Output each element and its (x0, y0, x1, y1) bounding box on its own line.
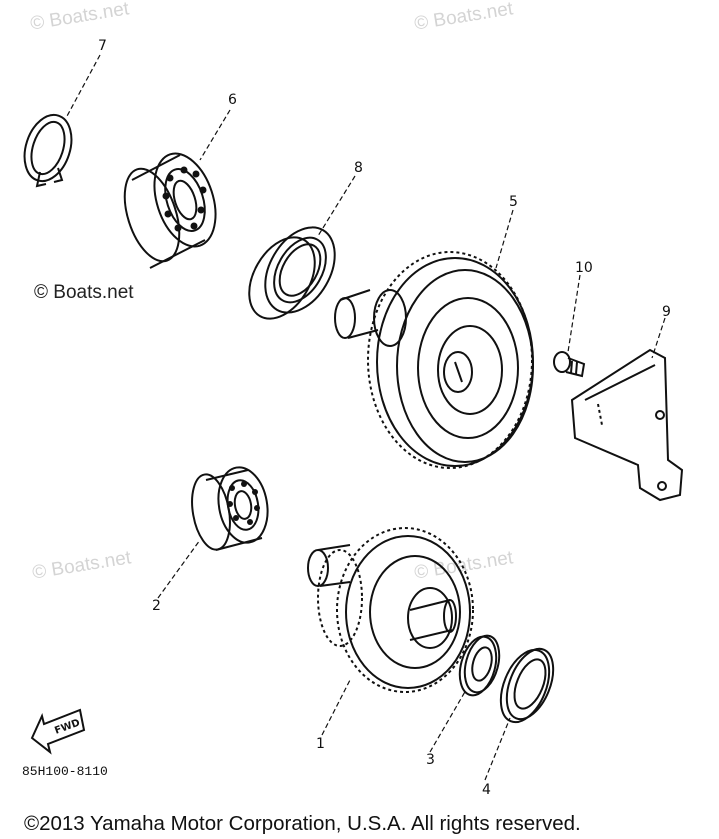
part-3-washer[interactable] (454, 632, 505, 700)
callout-7: 7 (98, 38, 107, 54)
diagram-code: 85H100-8110 (22, 764, 108, 779)
part-2-bearing[interactable] (187, 463, 274, 552)
leader-lines (65, 54, 666, 781)
part-6-bearing[interactable] (114, 146, 226, 269)
callout-3: 3 (426, 752, 435, 768)
part-5-gear[interactable] (334, 251, 534, 469)
fwd-arrow-icon (30, 708, 86, 755)
callout-1: 1 (316, 736, 325, 752)
part-10-bolt[interactable] (553, 351, 586, 378)
part-4-washer[interactable] (491, 642, 562, 729)
copyright-notice: ©2013 Yamaha Motor Corporation, U.S.A. A… (24, 812, 581, 835)
callout-4: 4 (482, 782, 491, 798)
part-1-gear[interactable] (307, 527, 474, 693)
callout-8: 8 (354, 160, 363, 176)
callout-2: 2 (152, 598, 161, 614)
part-8-oil-seal[interactable] (236, 215, 349, 330)
callout-9: 9 (662, 304, 671, 320)
part-9-bracket[interactable] (570, 348, 684, 502)
callout-10: 10 (575, 260, 593, 276)
callout-6: 6 (228, 92, 237, 108)
part-7-circlip[interactable] (17, 109, 80, 188)
callout-5: 5 (509, 194, 518, 210)
watermark: © Boats.net (34, 282, 134, 303)
fwd-label: FWD (53, 718, 81, 737)
